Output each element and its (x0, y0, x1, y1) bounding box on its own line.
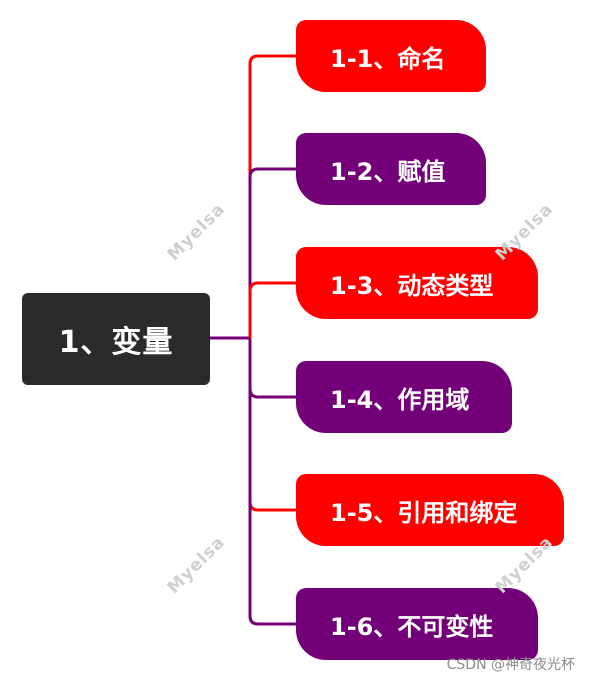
branch-node-label: 1-2、赋值 (330, 157, 446, 186)
branch-node-label: 1-6、不可变性 (330, 612, 494, 641)
branch-node-label: 1-5、引用和绑定 (330, 498, 518, 527)
connector-branch-3 (248, 281, 296, 338)
branch-node-5[interactable]: 1-5、引用和绑定 (296, 474, 564, 546)
connector-branch-1 (248, 54, 296, 338)
branch-node-4[interactable]: 1-4、作用域 (296, 361, 512, 433)
connector-branch-5 (248, 338, 296, 512)
branch-node-3[interactable]: 1-3、动态类型 (296, 247, 538, 319)
csdn-credit: CSDN @神奇夜光杯 (446, 657, 575, 673)
branch-node-label: 1-3、动态类型 (330, 271, 494, 300)
connector-branch-2 (248, 167, 296, 338)
branch-node-label: 1-1、命名 (330, 44, 446, 73)
branch-node-2[interactable]: 1-2、赋值 (296, 133, 486, 205)
connector-branch-4 (248, 338, 296, 399)
connector-branch-6 (248, 338, 296, 626)
branch-node-1[interactable]: 1-1、命名 (296, 20, 486, 92)
branch-node-label: 1-4、作用域 (330, 385, 470, 414)
root-node-label: 1、变量 (58, 325, 174, 360)
branch-node-6[interactable]: 1-6、不可变性 (296, 588, 538, 660)
root-node[interactable]: 1、变量 (22, 293, 210, 385)
